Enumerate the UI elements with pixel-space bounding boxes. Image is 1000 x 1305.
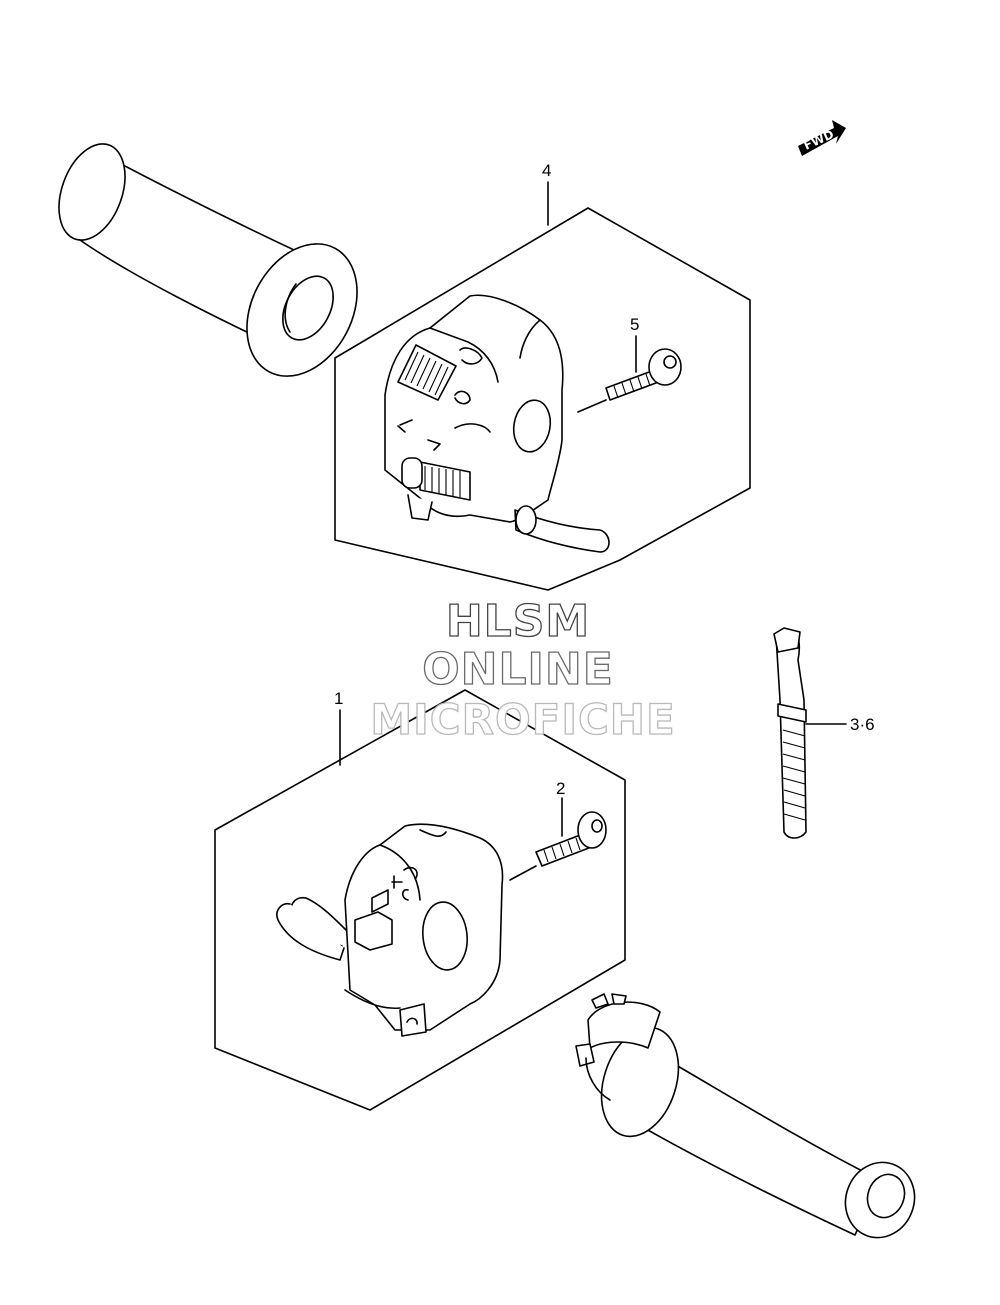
callout-5: 5 bbox=[630, 315, 639, 334]
callout-1: 1 bbox=[334, 689, 343, 708]
cable-tie[interactable] bbox=[773, 627, 807, 839]
watermark-line-3: MICROFICHE bbox=[370, 695, 675, 744]
assembly-1-outline bbox=[214, 689, 626, 1111]
fwd-arrow-icon: FWD bbox=[798, 120, 846, 156]
watermark-line-2: ONLINE bbox=[422, 644, 614, 695]
left-grip[interactable] bbox=[47, 135, 379, 396]
assembly-4-outline bbox=[334, 207, 751, 591]
right-handlebar-switch[interactable] bbox=[276, 823, 504, 1037]
watermark: HLSM ONLINE MICROFICHE bbox=[370, 595, 676, 744]
left-handlebar-switch[interactable] bbox=[384, 294, 610, 553]
watermark-line-1: HLSM bbox=[446, 596, 590, 647]
callout-2: 2 bbox=[556, 779, 565, 798]
fwd-label: FWD bbox=[802, 127, 836, 153]
screw-5[interactable] bbox=[605, 348, 682, 401]
screw-2-pointer bbox=[509, 865, 537, 881]
callout-4: 4 bbox=[542, 161, 551, 180]
screw-2[interactable] bbox=[535, 811, 607, 867]
screw-5-pointer bbox=[577, 399, 607, 413]
callout-3-6: 3·6 bbox=[850, 715, 875, 734]
throttle-grip[interactable] bbox=[575, 993, 925, 1247]
